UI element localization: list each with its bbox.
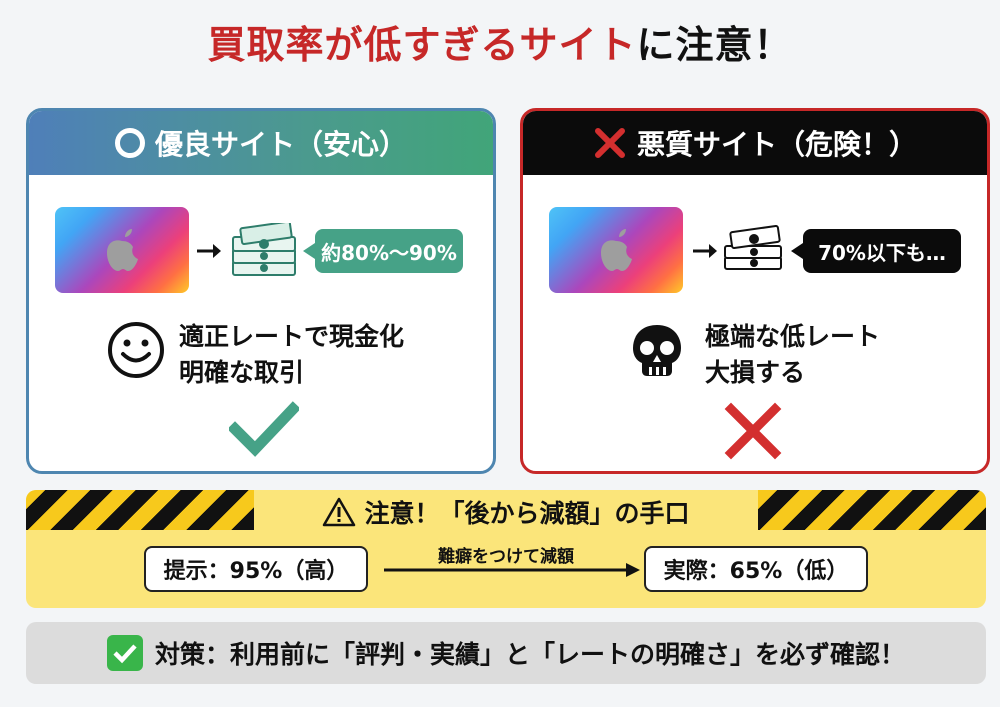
good-rate-bubble: 約80%〜90% — [303, 229, 463, 273]
skull-icon — [627, 321, 687, 385]
presented-rate: 提示：95%（高） — [144, 546, 368, 592]
warning-box: 注意！「後から減額」の手口 提示：95%（高） 難癖をつけて減額 実際：65%（… — [26, 490, 986, 608]
actual-rate: 実際：65%（低） — [644, 546, 868, 592]
bad-desc-line2: 大損する — [705, 358, 806, 387]
page-title: 買取率が低すぎるサイトに注意！ — [0, 14, 1000, 69]
good-site-heading: 優良サイト（安心） — [154, 128, 407, 161]
arrow-right-icon — [691, 241, 719, 267]
bad-rate-bubble: 70%以下も… — [791, 229, 961, 273]
good-desc-line1: 適正レートで現金化 — [179, 322, 405, 351]
cash-stack-icon — [227, 220, 303, 285]
hazard-stripes-left — [26, 490, 254, 530]
checkbox-check-icon — [106, 635, 143, 671]
warning-title-text: 注意！「後から減額」の手口 — [364, 499, 690, 528]
bad-site-header: 悪質サイト（危険！） — [523, 111, 987, 175]
cross-icon — [594, 128, 625, 158]
cross-icon — [723, 401, 783, 465]
arrow-right-icon — [195, 241, 223, 267]
title-rest: に注意！ — [636, 23, 793, 67]
warning-triangle-icon — [323, 497, 356, 527]
tip-text: 対策：利用前に「評判・実績」と「レートの明確さ」を必ず確認！ — [154, 640, 905, 669]
reduction-label: 難癖をつけて減額 — [438, 547, 574, 567]
tip-bar: 対策：利用前に「評判・実績」と「レートの明確さ」を必ず確認！ — [26, 622, 986, 684]
good-desc-line2: 明確な取引 — [179, 358, 305, 387]
warning-title: 注意！「後から減額」の手口 — [254, 492, 758, 532]
cash-stack-icon — [721, 223, 787, 277]
circle-icon — [114, 128, 145, 158]
good-site-header: 優良サイト（安心） — [29, 111, 493, 175]
smiley-icon — [107, 321, 165, 383]
bad-desc-line1: 極端な低レート — [705, 322, 881, 351]
good-description: 適正レートで現金化 明確な取引 — [179, 319, 404, 391]
checkmark-icon — [227, 401, 301, 461]
title-highlight: 買取率が低すぎるサイト — [207, 23, 637, 67]
gift-card-icon — [55, 207, 189, 293]
hazard-stripes-right — [758, 490, 986, 530]
good-site-panel: 優良サイト（安心） 約80%〜90% — [26, 108, 496, 474]
long-arrow-right-icon — [380, 558, 644, 586]
bad-site-panel: 悪質サイト（危険！） 70%以下も… — [520, 108, 990, 474]
bad-description: 極端な低レート 大損する — [705, 319, 880, 391]
gift-card-icon — [549, 207, 683, 293]
bad-site-heading: 悪質サイト（危険！） — [636, 128, 917, 161]
